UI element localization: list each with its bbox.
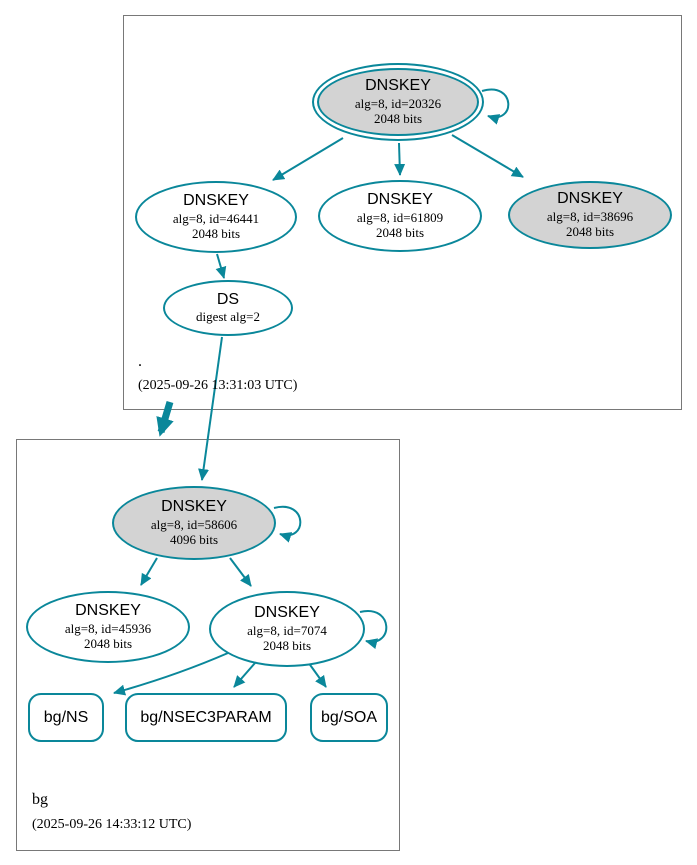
node-alg-id: alg=8, id=46441 bbox=[172, 210, 260, 226]
edge-20326-to-61809 bbox=[394, 142, 406, 176]
ds-node[interactable]: DS digest alg=2 bbox=[163, 280, 293, 336]
node-title: DS bbox=[216, 291, 240, 308]
rrset-bg-soa[interactable]: bg/SOA bbox=[310, 693, 388, 742]
zone-label-root: . bbox=[138, 353, 142, 370]
edge-20326-to-46441 bbox=[272, 137, 344, 181]
dnskey-node-45936[interactable]: DNSKEY alg=8, id=45936 2048 bits bbox=[26, 591, 190, 663]
node-alg-id: alg=8, id=61809 bbox=[356, 209, 444, 225]
dnskey-node-61809[interactable]: DNSKEY alg=8, id=61809 2048 bits bbox=[318, 180, 482, 252]
node-alg-id: alg=8, id=7074 bbox=[247, 622, 327, 638]
edge-ds-to-58606 bbox=[198, 336, 223, 481]
edge-7074-self-loop bbox=[359, 610, 388, 649]
node-digest-alg: digest alg=2 bbox=[195, 309, 261, 325]
node-title: DNSKEY bbox=[365, 77, 431, 95]
rrset-label: bg/NSEC3PARAM bbox=[140, 708, 272, 726]
node-bits: 2048 bits bbox=[373, 111, 423, 127]
dnskey-node-7074[interactable]: DNSKEY alg=8, id=7074 2048 bits bbox=[209, 591, 365, 667]
edge-20326-to-38696 bbox=[451, 134, 524, 178]
node-title: DNSKEY bbox=[254, 604, 320, 622]
rrset-label: bg/SOA bbox=[320, 708, 378, 726]
edge-7074-to-bg-soa bbox=[307, 661, 327, 688]
node-bits: 2048 bits bbox=[191, 226, 241, 242]
node-alg-id: alg=8, id=45936 bbox=[64, 620, 152, 636]
node-bits: 4096 bits bbox=[169, 532, 219, 548]
node-title: DNSKEY bbox=[367, 191, 433, 209]
node-bits: 2048 bits bbox=[262, 638, 312, 654]
node-bits: 2048 bits bbox=[565, 224, 615, 240]
zone-label-bg: bg bbox=[32, 791, 48, 808]
edge-delegation-root-to-bg bbox=[156, 400, 174, 437]
dnskey-node-46441[interactable]: DNSKEY alg=8, id=46441 2048 bits bbox=[135, 181, 297, 253]
node-bits: 2048 bits bbox=[83, 636, 133, 652]
edge-7074-to-bg-ns bbox=[113, 652, 229, 696]
node-alg-id: alg=8, id=38696 bbox=[546, 208, 634, 224]
edge-58606-to-7074 bbox=[229, 557, 252, 587]
edge-7074-to-bg-nsec3param bbox=[233, 662, 256, 688]
edge-58606-self-loop bbox=[273, 505, 302, 543]
rrset-label: bg/NS bbox=[43, 708, 89, 726]
rrset-bg-nsec3param[interactable]: bg/NSEC3PARAM bbox=[125, 693, 287, 742]
zone-box-root bbox=[123, 15, 682, 410]
node-alg-id: alg=8, id=58606 bbox=[150, 516, 238, 532]
node-title: DNSKEY bbox=[183, 192, 249, 210]
zone-timestamp-root: (2025-09-26 13:31:03 UTC) bbox=[138, 378, 298, 393]
edge-58606-to-45936 bbox=[140, 557, 158, 586]
node-title: DNSKEY bbox=[557, 190, 623, 208]
node-bits: 2048 bits bbox=[375, 225, 425, 241]
zone-timestamp-bg: (2025-09-26 14:33:12 UTC) bbox=[32, 817, 192, 832]
edge-46441-to-ds bbox=[215, 253, 227, 279]
node-alg-id: alg=8, id=20326 bbox=[354, 95, 442, 111]
dnskey-node-58606[interactable]: DNSKEY alg=8, id=58606 4096 bits bbox=[112, 486, 276, 560]
dnskey-node-38696[interactable]: DNSKEY alg=8, id=38696 2048 bits bbox=[508, 181, 672, 249]
rrset-bg-ns[interactable]: bg/NS bbox=[28, 693, 104, 742]
node-title: DNSKEY bbox=[161, 498, 227, 516]
edge-20326-self-loop bbox=[481, 88, 510, 125]
dnskey-node-20326[interactable]: DNSKEY alg=8, id=20326 2048 bits bbox=[312, 63, 484, 141]
node-title: DNSKEY bbox=[75, 602, 141, 620]
